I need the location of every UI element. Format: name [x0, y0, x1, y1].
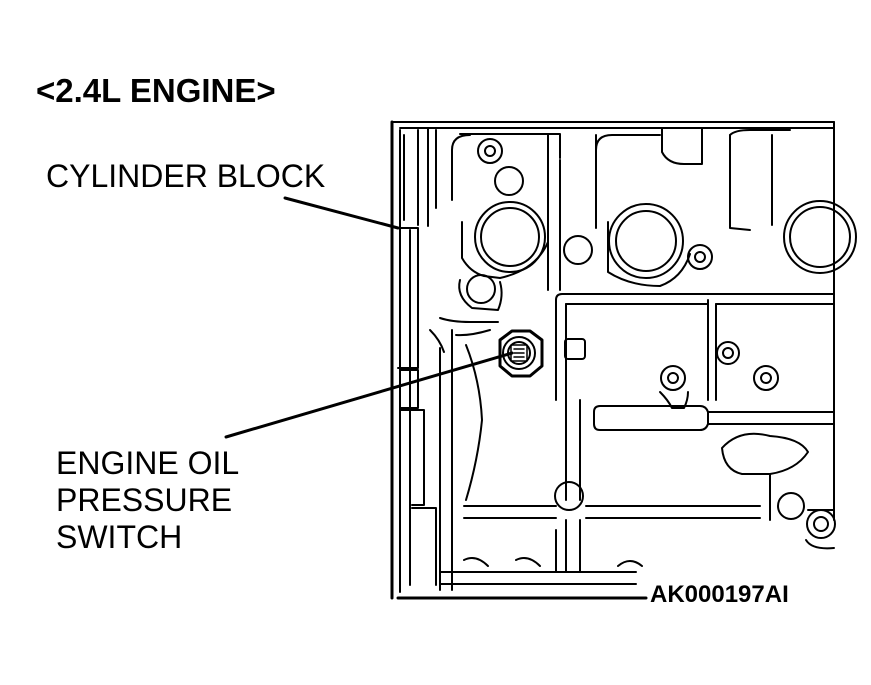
diagram-title: <2.4L ENGINE>: [36, 72, 276, 109]
figure-code: AK000197AI: [650, 581, 789, 608]
label-line: PRESSURE: [56, 482, 233, 518]
label-cylinder-block: CYLINDER BLOCK: [46, 158, 326, 194]
label-line: ENGINE OIL: [56, 445, 240, 481]
label-engine-oil-pressure-switch: ENGINE OIL PRESSURE SWITCH: [56, 445, 239, 556]
label-line: SWITCH: [56, 519, 183, 555]
